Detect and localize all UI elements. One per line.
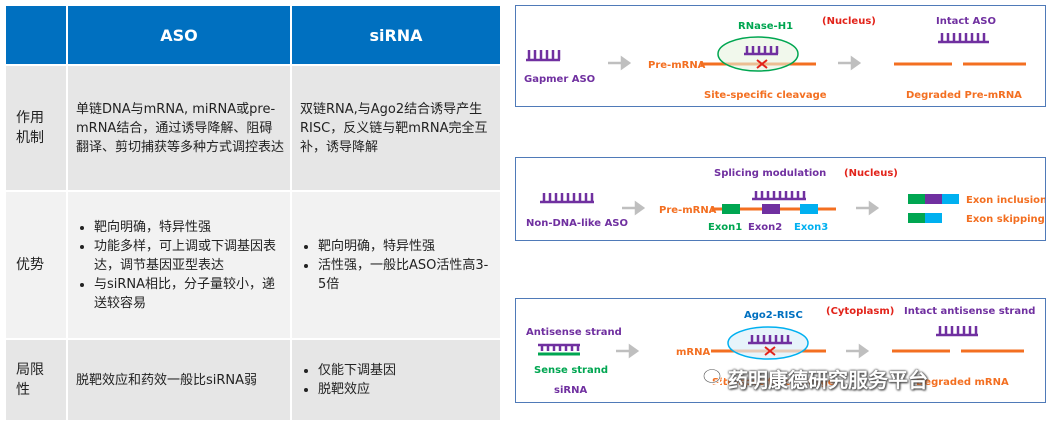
sirna-advantage: 靶向明确，特异性强 活性强，一般比ASO活性高3-5倍: [290, 190, 500, 338]
complex-label: Ago2-RISC: [744, 310, 803, 321]
location-label: (Nucleus): [822, 16, 876, 27]
exon3-block: [800, 204, 818, 214]
cleavage-icon: [756, 59, 768, 69]
panel-splicing-modulation: Non-DNA-like ASO Pre-mRNA Splicing modul…: [515, 157, 1046, 241]
aso-advantage-item: 功能多样，可上调或下调基因表达，调节基因亚型表达: [94, 237, 284, 275]
skipping-exon3: [925, 213, 942, 223]
exon1-label: Exon1: [708, 222, 742, 233]
aso-advantage-item: 与siRNA相比，分子量较小，递送较容易: [94, 275, 284, 313]
gapmer-aso-icon: [526, 50, 561, 62]
arrow-icon: [846, 343, 870, 359]
antisense-label: Antisense strand: [526, 327, 622, 338]
enzyme-label: RNase-H1: [738, 21, 793, 32]
exon-inclusion-label: Exon inclusion: [966, 195, 1045, 206]
exon-skipping-label: Exon skipping: [966, 214, 1045, 225]
exon3-label: Exon3: [794, 222, 828, 233]
premrna-label: Pre-mRNA: [648, 60, 706, 71]
arrow-icon: [608, 55, 632, 71]
arrow-icon: [838, 55, 862, 71]
sirna-advantage-item: 靶向明确，特异性强: [318, 237, 494, 256]
row-label-advantage: 优势: [6, 190, 66, 338]
intact-antisense-icon: [936, 326, 978, 337]
cleavage-caption: Site-specific cleavage: [712, 377, 835, 388]
aso-advantage-item: 靶向明确，特异性强: [94, 218, 284, 237]
sirna-limitation-item: 脱靶效应: [318, 380, 494, 399]
table-header-row: ASO siRNA: [6, 6, 500, 64]
panel3-diagram: Antisense strand Sense strand siRNA mRNA: [526, 306, 1035, 396]
location-label: (Nucleus): [844, 168, 898, 179]
aso-advantage: 靶向明确，特异性强 功能多样，可上调或下调基因表达，调节基因亚型表达 与siRN…: [66, 190, 290, 338]
header-aso: ASO: [66, 6, 290, 64]
inclusion-exon2: [925, 194, 942, 204]
sirna-mechanism: 双链RNA,与Ago2结合诱导产生RISC，反义链与靶mRNA完全互补，诱导降解: [290, 64, 500, 190]
comparison-table: ASO siRNA 作用机制 单链DNA与mRNA, miRNA或pre-mRN…: [6, 6, 500, 420]
sirna-limitation: 仅能下调基因 脱靶效应: [290, 338, 500, 420]
inclusion-exon3: [942, 194, 959, 204]
panel-sirna: Antisense strand Sense strand siRNA mRNA: [515, 298, 1046, 403]
inclusion-exon1: [908, 194, 925, 204]
panel2-diagram: Non-DNA-like ASO Pre-mRNA Splicing modul…: [526, 168, 1045, 233]
intact-aso-icon: [938, 33, 989, 44]
header-sirna: siRNA: [290, 6, 500, 64]
exon1-block: [722, 204, 740, 214]
gapmer-aso-label: Gapmer ASO: [524, 74, 595, 85]
row-label-limitation: 局限性: [6, 338, 66, 420]
watermark-text: 药明康德研究服务平台: [728, 368, 928, 392]
aso-limitation: 脱靶效应和药效一般比siRNA弱: [66, 338, 290, 420]
antisense-bound-icon: [748, 335, 792, 345]
skipping-exon1: [908, 213, 925, 223]
sirna-duplex-icon: [538, 343, 580, 356]
location-label: (Cytoplasm): [826, 306, 894, 317]
non-dna-aso-label: Non-DNA-like ASO: [526, 218, 628, 229]
premrna-label: Pre-mRNA: [659, 205, 717, 216]
degraded-label: Degraded mRNA: [916, 377, 1009, 388]
intact-aso-label: Intact ASO: [936, 16, 996, 27]
exon2-label: Exon2: [748, 222, 782, 233]
row-label-mechanism: 作用机制: [6, 64, 66, 190]
arrow-icon: [616, 343, 640, 359]
cleavage-icon: [764, 346, 776, 356]
arrow-icon: [856, 200, 880, 216]
panel-gapmer-aso: Gapmer ASO Pre-mRNA RNase-H1 (Nucleus) S…: [515, 5, 1046, 107]
aso-mechanism: 单链DNA与mRNA, miRNA或pre-mRNA结合，通过诱导降解、阻碍翻译…: [66, 64, 290, 190]
sirna-limitation-item: 仅能下调基因: [318, 361, 494, 380]
sirna-label: siRNA: [554, 385, 587, 396]
row-limitation: 局限性 脱靶效应和药效一般比siRNA弱 仅能下调基因 脱靶效应: [6, 338, 500, 420]
row-mechanism: 作用机制 单链DNA与mRNA, miRNA或pre-mRNA结合，通过诱导降解…: [6, 64, 500, 190]
aso-bound-icon: [752, 191, 806, 201]
sirna-advantage-item: 活性强，一般比ASO活性高3-5倍: [318, 256, 494, 294]
arrow-icon: [622, 200, 646, 216]
header-empty: [6, 6, 66, 64]
degraded-label: Degraded Pre-mRNA: [906, 90, 1022, 101]
wechat-icon: [703, 368, 724, 385]
aso-bound-icon: [744, 46, 779, 56]
exon2-block: [762, 204, 780, 214]
mrna-label: mRNA: [676, 347, 710, 358]
row-advantage: 优势 靶向明确，特异性强 功能多样，可上调或下调基因表达，调节基因亚型表达 与s…: [6, 190, 500, 338]
non-dna-aso-icon: [540, 193, 594, 204]
panel1-diagram: Gapmer ASO Pre-mRNA RNase-H1 (Nucleus) S…: [524, 16, 1026, 101]
splicing-title: Splicing modulation: [714, 168, 826, 179]
cleavage-caption: Site-specific cleavage: [704, 90, 827, 101]
sense-label: Sense strand: [534, 365, 608, 376]
intact-antisense-label: Intact antisense strand: [904, 306, 1035, 317]
